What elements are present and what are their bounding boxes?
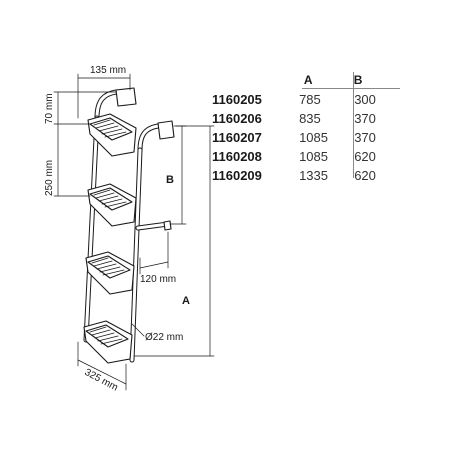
table-column-rule bbox=[353, 72, 354, 178]
row-code: 1160206 bbox=[212, 111, 262, 126]
row-b: 370 bbox=[354, 111, 376, 126]
dim-120 bbox=[139, 231, 169, 275]
top-hook-left bbox=[94, 87, 137, 121]
row-a: 1085 bbox=[299, 130, 328, 145]
dim-a-label: A bbox=[182, 295, 190, 307]
dim-325-text: 325 mm bbox=[83, 367, 120, 394]
table-header-rule bbox=[302, 88, 400, 89]
row-b: 370 bbox=[354, 130, 376, 145]
dim-a bbox=[133, 125, 215, 357]
dim-diameter-pointer bbox=[131, 323, 145, 337]
row-code: 1160205 bbox=[212, 92, 262, 107]
step-2 bbox=[87, 183, 137, 227]
row-b: 300 bbox=[354, 92, 376, 107]
row-code: 1160209 bbox=[212, 168, 262, 183]
row-a: 1085 bbox=[299, 149, 328, 164]
table-row: 1160207 1085 370 bbox=[212, 128, 392, 147]
table-header-row: A B bbox=[212, 70, 392, 87]
table-header-a: A bbox=[303, 73, 313, 87]
dim-diameter-text: Ø22 mm bbox=[145, 332, 183, 343]
table-row: 1160209 1335 620 bbox=[212, 166, 392, 185]
top-hook-right bbox=[137, 120, 175, 153]
spec-table: A B 1160205 785 300 1160206 835 370 1160… bbox=[212, 70, 400, 185]
step-1 bbox=[87, 113, 137, 157]
row-a: 785 bbox=[299, 92, 321, 107]
standoff-bracket bbox=[135, 220, 172, 231]
rail-right bbox=[129, 147, 143, 363]
table-row: 1160208 1085 620 bbox=[212, 147, 392, 166]
dim-250 bbox=[53, 123, 91, 197]
dim-70 bbox=[53, 91, 117, 125]
dim-120-text: 120 mm bbox=[140, 274, 176, 285]
dim-135 bbox=[77, 73, 131, 119]
row-a: 1335 bbox=[299, 168, 328, 183]
step-3 bbox=[85, 251, 135, 295]
rail-left bbox=[83, 115, 100, 343]
table-header-b: B bbox=[353, 73, 363, 87]
table-row: 1160205 785 300 bbox=[212, 90, 392, 109]
dim-b-label: B bbox=[166, 174, 174, 186]
row-b: 620 bbox=[354, 168, 376, 183]
row-code: 1160208 bbox=[212, 149, 262, 164]
row-a: 835 bbox=[299, 111, 321, 126]
row-b: 620 bbox=[354, 149, 376, 164]
dim-70-text: 70 mm bbox=[44, 93, 55, 124]
step-4 bbox=[83, 320, 133, 364]
row-code: 1160207 bbox=[212, 130, 262, 145]
table-row: 1160206 835 370 bbox=[212, 109, 392, 128]
dim-250-text: 250 mm bbox=[44, 160, 55, 196]
dim-135-text: 135 mm bbox=[90, 65, 126, 76]
dim-325 bbox=[77, 341, 127, 391]
